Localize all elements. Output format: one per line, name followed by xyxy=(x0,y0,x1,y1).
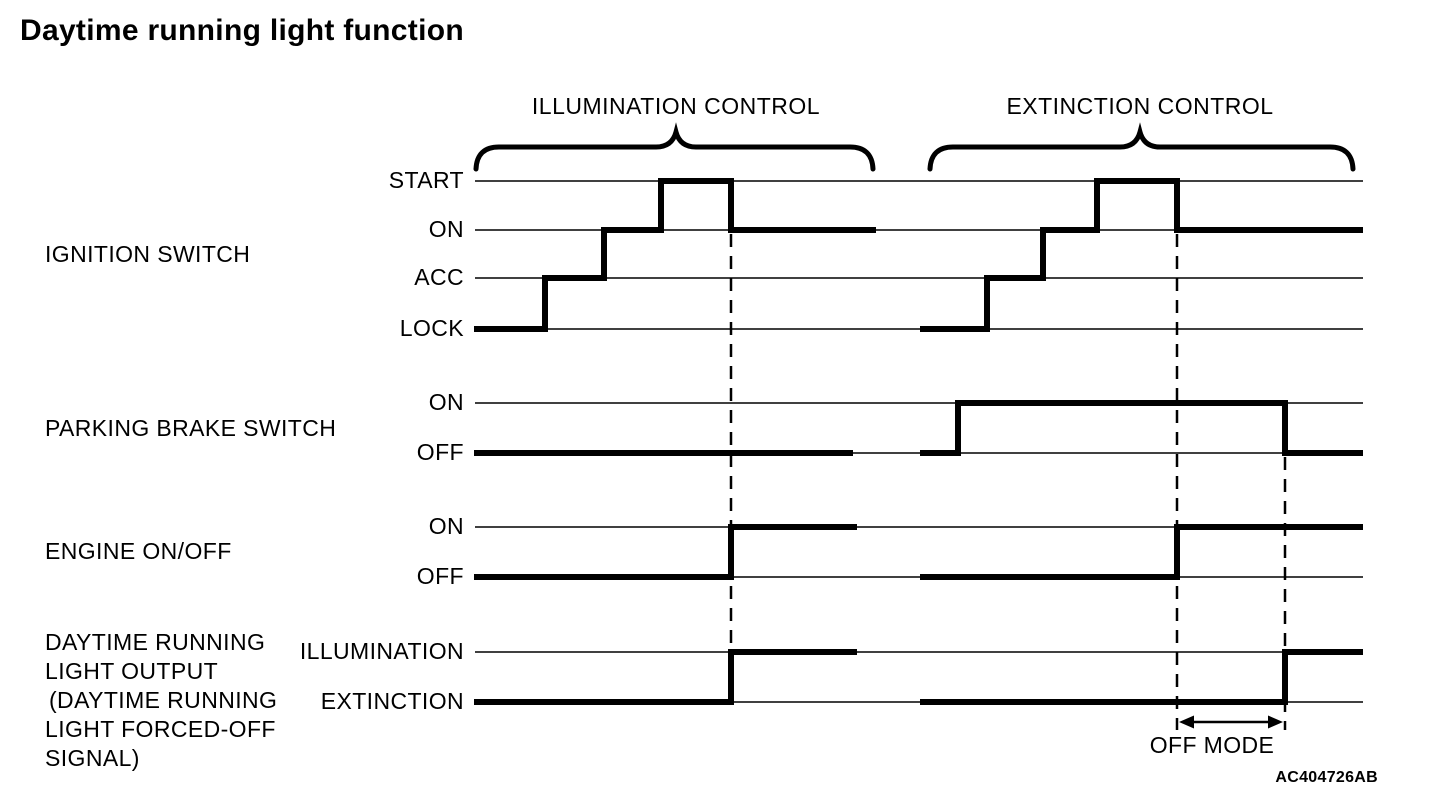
section-header-extinction-control: EXTINCTION CONTROL xyxy=(1006,93,1273,119)
engine-labels: ENGINE ON/OFF ON OFF xyxy=(45,513,464,589)
level-label-acc: ACC xyxy=(414,264,464,290)
off-mode-arrow xyxy=(1179,715,1283,729)
level-label-ignition-on: ON xyxy=(429,216,464,242)
section-header-illumination-control: ILLUMINATION CONTROL xyxy=(532,93,820,119)
illumination-control-brace xyxy=(473,122,876,172)
signal-label-ignition-switch: IGNITION SWITCH xyxy=(45,241,250,267)
ignition-waveform-extinction-section xyxy=(920,178,1363,332)
level-label-extinction: EXTINCTION xyxy=(321,688,464,714)
engine-waveform-illumination-section xyxy=(474,524,857,580)
level-label-parking-on: ON xyxy=(429,389,464,415)
signal-label-drl-line-2: LIGHT OUTPUT xyxy=(45,658,218,684)
signal-label-drl-line-1: DAYTIME RUNNING xyxy=(45,629,265,655)
signal-label-drl-line-5: SIGNAL) xyxy=(45,745,140,771)
signal-label-parking-brake-switch: PARKING BRAKE SWITCH xyxy=(45,415,336,441)
drl-output-waveform-illumination-section xyxy=(474,649,857,705)
parking-brake-labels: PARKING BRAKE SWITCH ON OFF xyxy=(45,389,464,465)
drl-output-waveform-extinction-section xyxy=(920,649,1363,705)
signal-label-engine-on-off: ENGINE ON/OFF xyxy=(45,538,232,564)
signal-label-drl-line-3: (DAYTIME RUNNING xyxy=(49,687,277,713)
figure-title: Daytime running light function xyxy=(20,14,464,47)
level-label-illumination: ILLUMINATION xyxy=(300,638,464,664)
level-label-start: START xyxy=(389,167,464,193)
figure-code: AC404726AB xyxy=(1275,769,1378,786)
level-label-lock: LOCK xyxy=(400,315,464,341)
level-label-engine-off: OFF xyxy=(417,563,464,589)
waveforms xyxy=(474,178,1363,705)
drl-output-labels: DAYTIME RUNNING LIGHT OUTPUT (DAYTIME RU… xyxy=(45,629,464,771)
event-reference-lines xyxy=(729,234,1287,730)
off-mode-label: OFF MODE xyxy=(1150,732,1275,758)
off-mode-arrowhead-right xyxy=(1268,715,1283,729)
ignition-switch-labels: IGNITION SWITCH START ON ACC LOCK xyxy=(45,167,464,341)
section-braces xyxy=(473,122,1356,172)
engine-waveform-extinction-section xyxy=(920,524,1363,580)
off-mode-arrowhead-left xyxy=(1179,715,1194,729)
extinction-control-brace xyxy=(927,122,1356,172)
level-label-engine-on: ON xyxy=(429,513,464,539)
ignition-waveform-illumination-section xyxy=(474,178,876,332)
parking-brake-waveform-extinction-section xyxy=(920,400,1363,456)
level-label-parking-off: OFF xyxy=(417,439,464,465)
signal-label-drl-line-4: LIGHT FORCED-OFF xyxy=(45,716,276,742)
level-baselines xyxy=(475,180,1363,703)
